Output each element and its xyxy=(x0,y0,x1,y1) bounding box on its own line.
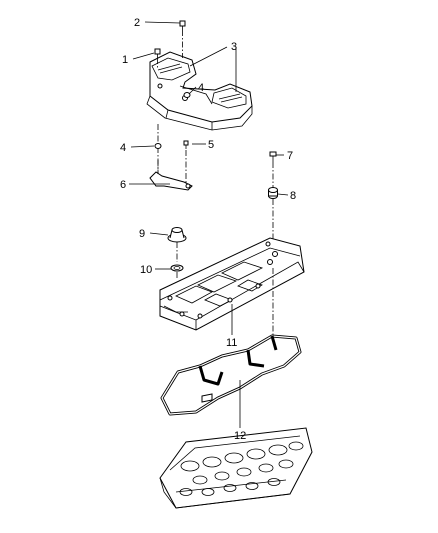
cylinder-head xyxy=(159,427,313,509)
bolt-1 xyxy=(154,48,161,58)
bracket-6 xyxy=(149,160,193,191)
callout-8: 8 xyxy=(290,190,296,202)
seal-10 xyxy=(170,264,184,272)
bolt-7 xyxy=(269,151,277,162)
valve-cover-11 xyxy=(159,237,305,331)
callout-3: 3 xyxy=(231,41,237,53)
callout-2: 2 xyxy=(134,17,140,29)
bolt-2 xyxy=(179,20,186,30)
callout-4-lower: 4 xyxy=(120,142,126,154)
callout-1: 1 xyxy=(122,54,128,66)
callout-7: 7 xyxy=(287,150,293,162)
gasket-12 xyxy=(160,334,302,416)
callout-6: 6 xyxy=(120,179,126,191)
callout-12: 12 xyxy=(234,430,246,442)
bolt-5 xyxy=(183,140,189,149)
grommet-4-lower xyxy=(154,143,162,149)
callout-9: 9 xyxy=(139,228,145,240)
grommet-4-upper xyxy=(183,92,191,98)
callout-4-upper: 4 xyxy=(198,82,204,94)
grommet-8 xyxy=(268,187,278,199)
callout-10: 10 xyxy=(140,264,152,276)
callout-5: 5 xyxy=(208,139,214,151)
oil-fill-cap-9 xyxy=(167,227,187,243)
callout-11: 11 xyxy=(226,337,237,349)
